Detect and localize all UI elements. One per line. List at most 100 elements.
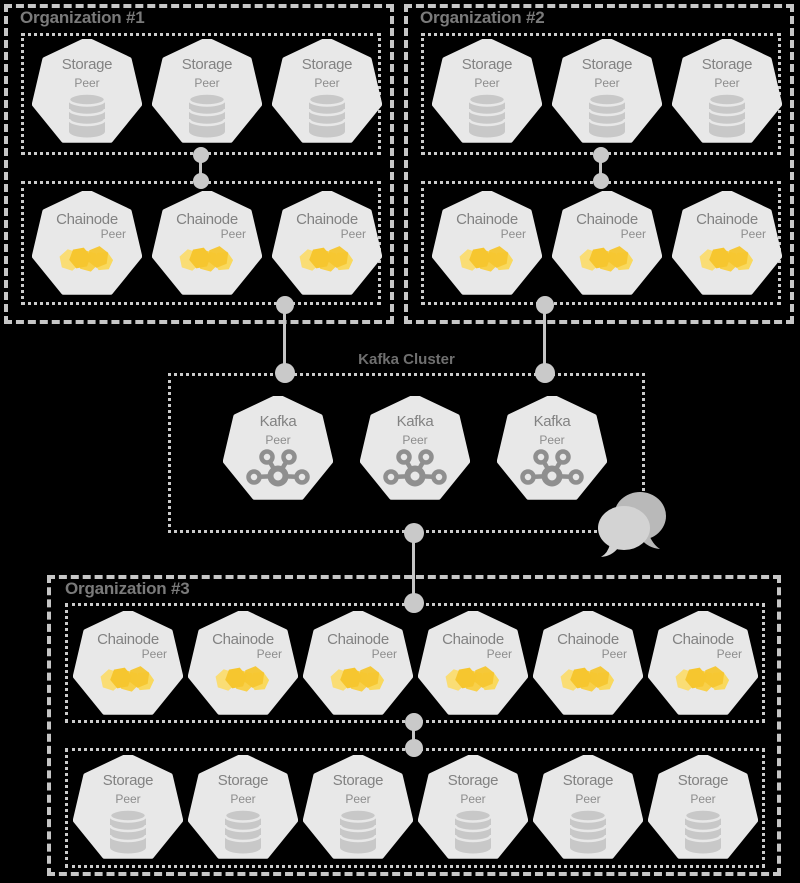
connector-dot [193,173,209,189]
chainode-peer-node: Chainode Peer [418,611,528,718]
database-icon [588,93,626,138]
storage-peer-node: Storage Peer [188,755,298,862]
kafka-cluster-title: Kafka Cluster [358,351,455,368]
connector-dot [593,147,609,163]
node-subtitle: Peer [74,76,100,90]
node-title: Kafka [533,413,571,430]
coins-icon [459,243,513,273]
node-title: Chainode [672,631,734,648]
node-title: Chainode [327,631,389,648]
node-title: Chainode [576,211,638,228]
node-subtitle: Peer [539,433,565,447]
node-title: Chainode [56,211,118,228]
storage-peer-node: Storage Peer [432,39,542,146]
node-title: Kafka [396,413,434,430]
storage-peer-node: Storage Peer [672,39,782,146]
node-subtitle: Peer [314,76,340,90]
kafka-network-icon [383,449,447,489]
coins-icon [330,663,384,693]
database-icon [454,809,492,854]
coins-icon [675,663,729,693]
coins-icon [215,663,269,693]
connector-line [283,305,286,373]
connector-line [199,155,202,181]
node-title: Chainode [97,631,159,648]
kafka-peer-node: Kafka Peer [497,396,607,503]
node-title: Storage [447,772,499,789]
org2-group-box [404,4,794,324]
connector-dot [593,173,609,189]
org1-group-box [4,4,394,324]
chainode-peer-node: Chainode Peer [552,191,662,298]
node-subtitle: Peer [690,792,716,806]
node-subtitle: Peer [486,647,512,661]
node-title: Chainode [176,211,238,228]
node-title: Chainode [557,631,619,648]
node-subtitle: Peer [500,227,526,241]
database-icon [109,809,147,854]
node-subtitle: Peer [256,647,282,661]
storage-peer-node: Storage Peer [418,755,528,862]
connector-line [412,533,415,603]
node-title: Chainode [696,211,758,228]
node-subtitle: Peer [620,227,646,241]
connector-dot [404,593,424,613]
node-title: Storage [461,56,513,73]
storage-peer-node: Storage Peer [73,755,183,862]
node-subtitle: Peer [716,647,742,661]
chainode-peer-node: Chainode Peer [432,191,542,298]
node-title: Storage [677,772,729,789]
node-subtitle: Peer [194,76,220,90]
kafka-peer-node: Kafka Peer [360,396,470,503]
storage-peer-node: Storage Peer [552,39,662,146]
storage-peer-node: Storage Peer [32,39,142,146]
storage-peer-node: Storage Peer [152,39,262,146]
coins-icon [299,243,353,273]
node-title: Storage [301,56,353,73]
node-title: Chainode [456,211,518,228]
connector-dot [405,739,423,757]
storage-peer-node: Storage Peer [648,755,758,862]
node-subtitle: Peer [220,227,246,241]
connector-dot [536,296,554,314]
node-subtitle: Peer [100,227,126,241]
kafka-network-icon [246,449,310,489]
kafka-peer-node: Kafka Peer [223,396,333,503]
node-subtitle: Peer [340,227,366,241]
node-title: Storage [332,772,384,789]
coins-icon [560,663,614,693]
kafka-network-icon [520,449,584,489]
node-title: Storage [562,772,614,789]
connector-dot [193,147,209,163]
connector-dot [405,713,423,731]
database-icon [224,809,262,854]
node-title: Storage [181,56,233,73]
chainode-peer-node: Chainode Peer [672,191,782,298]
node-subtitle: Peer [230,792,256,806]
connector-dot [275,363,295,383]
node-title: Storage [581,56,633,73]
chainode-peer-node: Chainode Peer [73,611,183,718]
coins-icon [699,243,753,273]
node-subtitle: Peer [740,227,766,241]
connector-line [599,155,602,181]
node-title: Chainode [442,631,504,648]
coins-icon [100,663,154,693]
chainode-peer-node: Chainode Peer [188,611,298,718]
node-subtitle: Peer [460,792,486,806]
node-subtitle: Peer [601,647,627,661]
storage-peer-node: Storage Peer [533,755,643,862]
node-title: Kafka [259,413,297,430]
node-subtitle: Peer [141,647,167,661]
node-title: Chainode [212,631,274,648]
chainode-peer-node: Chainode Peer [533,611,643,718]
database-icon [684,809,722,854]
database-icon [308,93,346,138]
node-title: Storage [61,56,113,73]
coins-icon [179,243,233,273]
connector-dot [276,296,294,314]
org1-title: Organization #1 [20,8,145,27]
node-subtitle: Peer [345,792,371,806]
chainode-peer-node: Chainode Peer [303,611,413,718]
node-subtitle: Peer [714,76,740,90]
